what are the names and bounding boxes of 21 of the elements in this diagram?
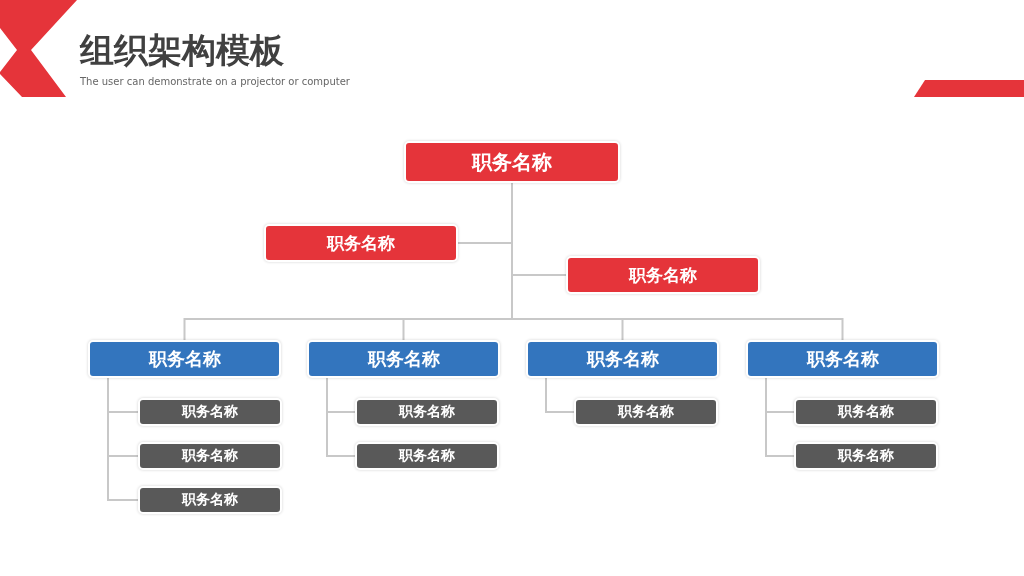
sub-role-box: 职务名称 <box>355 398 499 426</box>
role-box: 职务名称 <box>264 224 458 262</box>
sub-role-box: 职务名称 <box>794 398 938 426</box>
role-box: 职务名称 <box>404 141 620 183</box>
page-title: 组织架构模板 <box>80 32 284 70</box>
connector-line <box>545 377 575 413</box>
sub-role-box: 职务名称 <box>138 442 282 470</box>
sub-role-box: 职务名称 <box>355 442 499 470</box>
connector-line <box>326 377 356 457</box>
connector-line <box>107 377 139 501</box>
sub-role-box: 职务名称 <box>574 398 718 426</box>
sub-role-box: 职务名称 <box>138 398 282 426</box>
department-box: 职务名称 <box>746 340 939 378</box>
sub-role-box: 职务名称 <box>794 442 938 470</box>
sub-role-box: 职务名称 <box>138 486 282 514</box>
role-box: 职务名称 <box>566 256 760 294</box>
subtitle: The user can demonstrate on a projector or computer <box>80 76 350 87</box>
department-box: 职务名称 <box>307 340 500 378</box>
department-box: 职务名称 <box>88 340 281 378</box>
connector-line <box>765 377 795 457</box>
department-box: 职务名称 <box>526 340 719 378</box>
